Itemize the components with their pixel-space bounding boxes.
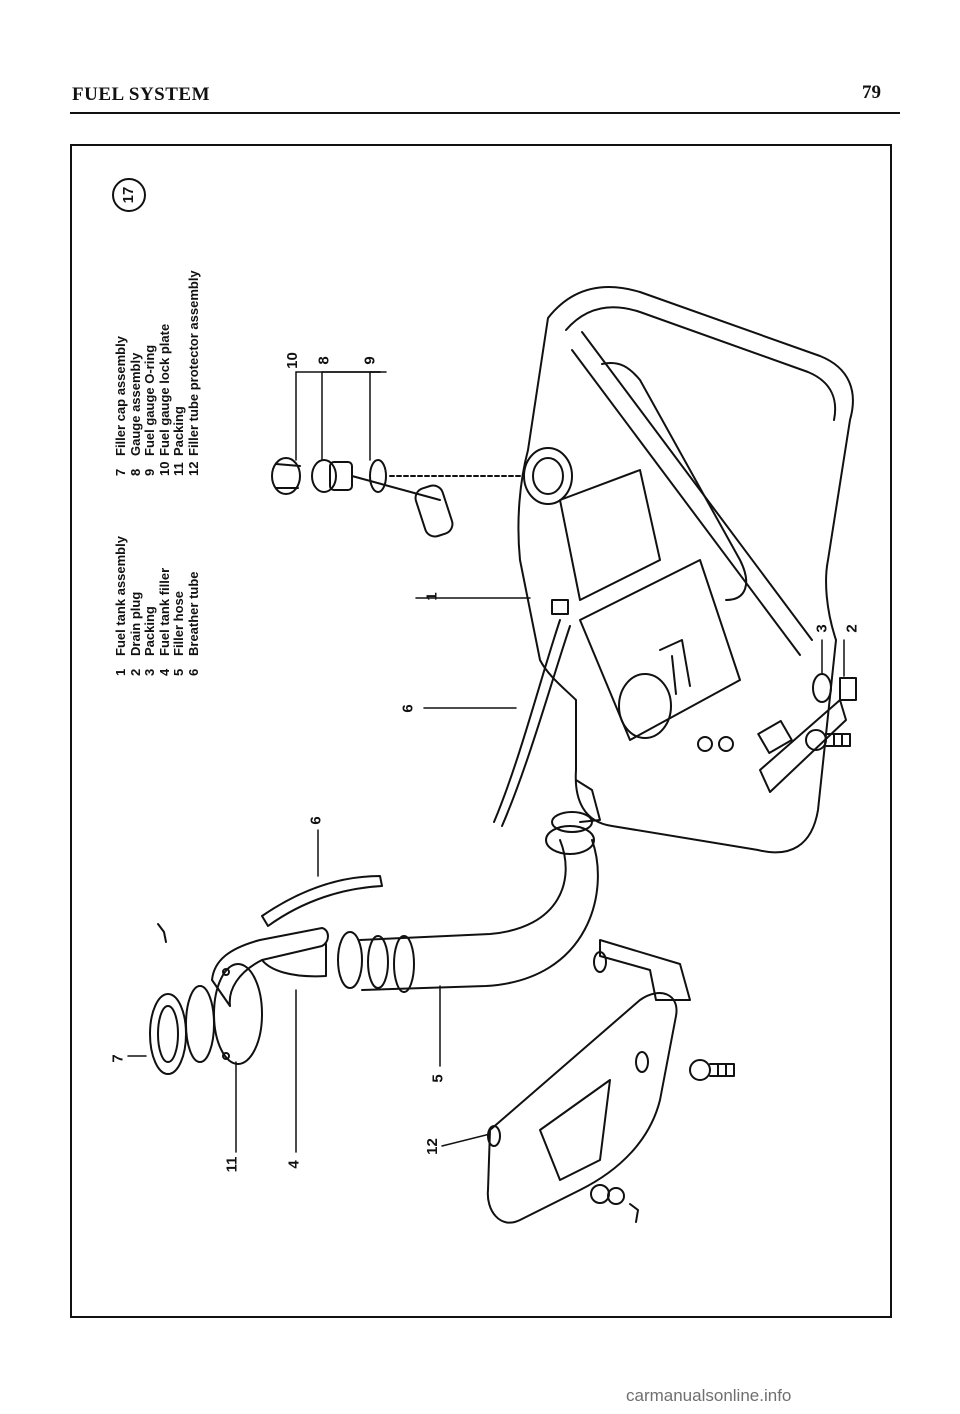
bolt-washer: [805, 729, 827, 751]
breather-tube-tank: [493, 619, 571, 827]
fuel-tank-seam: [565, 306, 837, 421]
callout-9: 9: [361, 356, 379, 365]
mounting-bolt: [825, 733, 851, 747]
fuel-tank-body: [517, 286, 854, 854]
breather-clip: [551, 599, 569, 615]
callout-6-tank: 6: [399, 704, 417, 713]
callout-7: 7: [109, 1054, 127, 1063]
protector-bracket: [599, 939, 691, 1001]
figure-frame: [70, 144, 892, 1318]
protector-recess: [539, 1079, 611, 1181]
fuel-tank-panel: [579, 559, 741, 741]
callout-3: 3: [813, 624, 831, 633]
mounting-hole: [718, 736, 734, 752]
hose-clamp: [551, 811, 593, 833]
leader-line-12: [441, 1133, 491, 1147]
page-number: 79: [862, 82, 881, 103]
gauge-float: [414, 484, 454, 538]
breather-fitting: [659, 639, 691, 695]
fuel-tank-panel: [559, 469, 661, 601]
page-title: FUEL SYSTEM: [72, 84, 211, 105]
callout-11: 11: [223, 1156, 241, 1173]
lock-plate-tab: [275, 463, 301, 489]
fuel-tank-rib: [571, 331, 813, 656]
filler-cap-screw: [157, 923, 167, 943]
callout-2: 2: [843, 624, 861, 633]
flange-hole: [222, 968, 230, 976]
fuel-gauge-o-ring: [369, 459, 387, 493]
gauge-float-arm: [351, 475, 441, 501]
gauge-assembly-group: [271, 457, 525, 538]
hose-clamp: [367, 935, 389, 989]
callout-6-loose: 6: [307, 816, 325, 825]
mounting-bracket: [757, 719, 793, 755]
hose-clamp: [337, 931, 363, 989]
bracket-hole: [487, 1125, 501, 1147]
protector-bolt: [709, 1063, 735, 1077]
filler-opening: [618, 673, 672, 739]
watermark: carmanualsonline.info: [626, 1386, 792, 1405]
bracket-hole: [593, 951, 607, 973]
hose-clamp: [545, 825, 595, 855]
filler-packing: [185, 985, 215, 1063]
protector-plate: [486, 992, 678, 1224]
tank-mounting-flange: [759, 699, 847, 793]
filler-cap-inner: [157, 1005, 179, 1063]
protector-washer: [607, 1187, 625, 1205]
callout-8: 8: [315, 356, 333, 365]
protector-screw: [629, 1203, 639, 1223]
callout-5: 5: [429, 1074, 447, 1083]
drain-plug-group: [805, 673, 857, 751]
fuel-tank-rib: [601, 362, 748, 601]
flange-hole: [222, 1052, 230, 1060]
fuel-tank-filler: [211, 927, 329, 1007]
callout-1: 1: [423, 592, 441, 601]
filler-tube-protector-assembly: [486, 939, 735, 1224]
filler-neck: [261, 943, 327, 978]
callout-4: 4: [285, 1160, 303, 1169]
gauge-opening: [523, 447, 573, 505]
gauge-assembly: [311, 459, 337, 493]
filler-group: [149, 923, 329, 1075]
filler-hose: [359, 839, 599, 991]
callout-12: 12: [423, 1138, 441, 1155]
filler-cap-assembly: [149, 993, 187, 1075]
bracket-hole: [635, 1051, 649, 1073]
fuel-gauge-lock-plate: [271, 457, 301, 495]
tank-outlet-pipe: [575, 779, 601, 823]
protector-washer: [689, 1059, 711, 1081]
filler-hose-group: [337, 811, 599, 993]
header-rule: [70, 112, 900, 114]
protector-washer: [590, 1184, 610, 1204]
callout-10: 10: [283, 352, 301, 369]
drain-plug: [839, 677, 857, 701]
mounting-hole: [697, 736, 713, 752]
gauge-opening-inner: [532, 457, 564, 495]
hose-end: [393, 935, 415, 993]
breather-tube-loose: [261, 875, 383, 927]
packing-washer: [812, 673, 832, 703]
leader-lines: [127, 371, 845, 1153]
fuel-tank-assembly: [517, 286, 854, 854]
